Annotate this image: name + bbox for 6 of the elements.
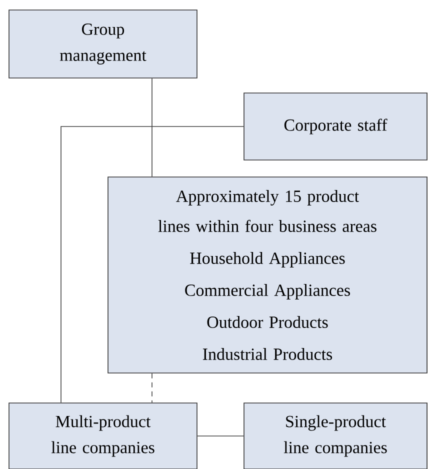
org-box: Corporate staff	[244, 92, 428, 160]
connector-line	[60, 126, 244, 403]
org-box: Single-product line companies	[244, 402, 428, 469]
org-box: Approximately 15 product lines within four business areas Household Appliances Commercial Appliances Outdoor Products Industrial Products	[108, 176, 428, 374]
org-box: Multi-product line companies	[8, 402, 198, 469]
org-box: Group management	[8, 10, 198, 78]
